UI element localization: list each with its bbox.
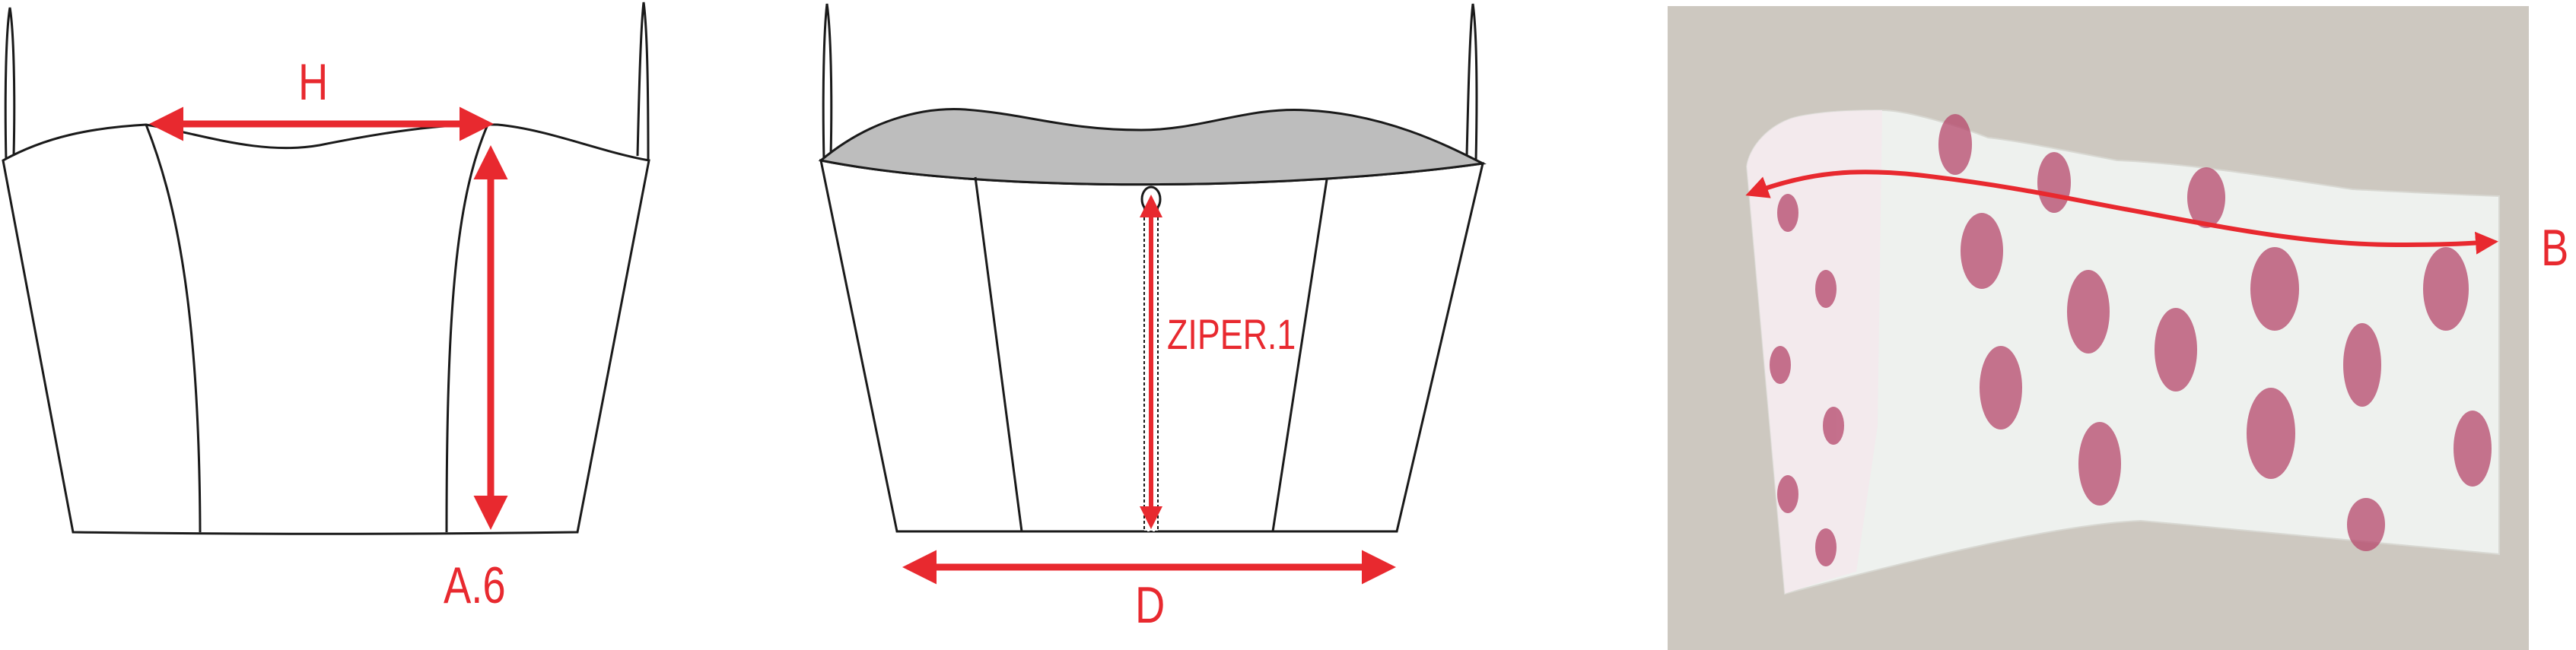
- left-strap: [4, 7, 16, 161]
- right-strap: [636, 2, 650, 161]
- back-measure-arrows: [902, 195, 1396, 585]
- label-b: B: [2541, 219, 2569, 277]
- label-d: D: [1135, 576, 1166, 634]
- back-right-seam: [1271, 179, 1328, 532]
- back-left-seam: [974, 176, 1023, 532]
- front-measure-arrows: [149, 106, 508, 530]
- front-body-outline: [2, 123, 650, 535]
- back-right-strap: [1465, 3, 1478, 161]
- back-lining: [818, 108, 1487, 186]
- front-left-seam: [145, 124, 202, 533]
- label-a6: A.6: [444, 556, 506, 614]
- label-h: H: [298, 53, 329, 111]
- label-zipper: ZIPER.1: [1167, 310, 1296, 358]
- back-left-strap: [822, 3, 833, 161]
- garment-photo: [1668, 6, 2529, 650]
- arrow-b: [1745, 170, 2498, 255]
